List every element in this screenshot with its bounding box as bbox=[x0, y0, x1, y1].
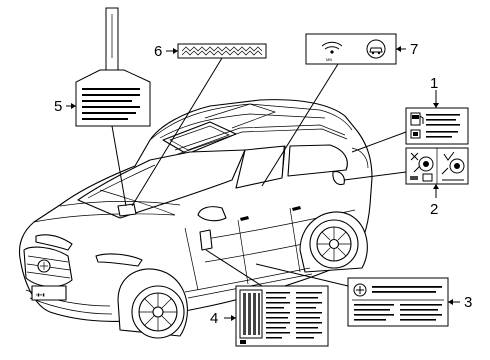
vehicle-illustration: ▪▮▪▪▮ bbox=[18, 99, 373, 339]
callout-4: 4 bbox=[210, 310, 218, 327]
wrench-icon bbox=[410, 152, 419, 161]
side-mirror bbox=[197, 206, 227, 222]
callout-2: 2 bbox=[430, 201, 438, 218]
leader-lines bbox=[66, 46, 460, 321]
callout-3: 3 bbox=[464, 294, 472, 311]
windshield bbox=[77, 149, 246, 219]
front-wheel bbox=[117, 268, 188, 339]
side-window-rear bbox=[287, 144, 348, 177]
headlight-right bbox=[95, 253, 143, 267]
wifi-icon bbox=[321, 41, 343, 54]
headlight-left bbox=[35, 234, 73, 251]
callout-7: 7 bbox=[410, 41, 418, 58]
car-icon bbox=[366, 39, 386, 59]
fuel-pump-icon bbox=[410, 112, 424, 126]
label-7-text: MB bbox=[326, 57, 332, 62]
label-4-door-jamb bbox=[235, 285, 329, 347]
label-1-fuel bbox=[405, 107, 469, 145]
label-2-tire bbox=[405, 147, 469, 185]
callout-5: 5 bbox=[54, 98, 62, 115]
fuel-door bbox=[332, 171, 345, 186]
label-3-emission bbox=[347, 277, 449, 327]
callout-1: 1 bbox=[430, 75, 438, 92]
label-7-wifi: MB bbox=[305, 33, 397, 65]
svg-text:▪▮▪▪▮: ▪▮▪▪▮ bbox=[36, 292, 45, 297]
callout-numbers: 1 2 3 4 5 6 7 bbox=[54, 41, 472, 327]
label-5-hang-tag bbox=[75, 7, 151, 127]
label-6-strip bbox=[177, 43, 267, 59]
license-plate bbox=[31, 285, 67, 301]
callout-6: 6 bbox=[154, 43, 162, 60]
rear-wheel bbox=[299, 211, 368, 273]
tire-icon bbox=[418, 156, 434, 172]
